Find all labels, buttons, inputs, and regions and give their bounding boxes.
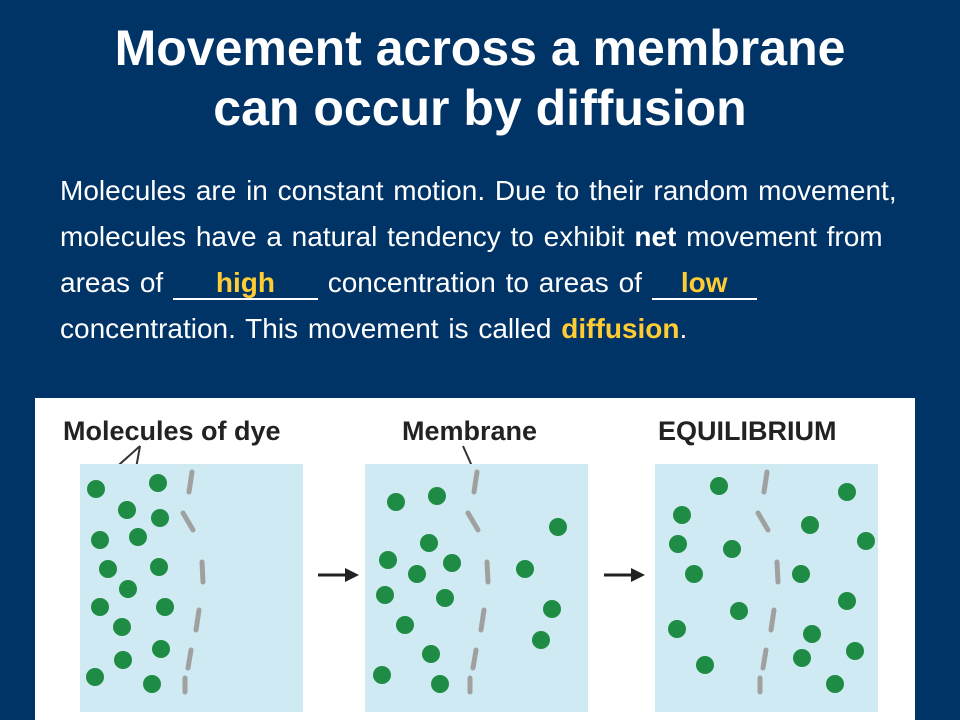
dye-molecule [792,565,810,583]
diffusion-word: diffusion [561,313,680,344]
dye-molecule [152,640,170,658]
dye-molecule [114,651,132,669]
dye-molecule [710,477,728,495]
dye-molecule [730,602,748,620]
title-line-2: can occur by diffusion [213,80,747,136]
diffusion-figure: Molecules of dye Membrane EQUILIBRIUM [35,398,915,720]
dye-molecule [373,666,391,684]
para-part-4: concentration. This movement is called [60,313,562,344]
membrane-segment [755,510,771,533]
dye-molecule [668,620,686,638]
dye-molecule [151,509,169,527]
dye-molecule [396,616,414,634]
para-part-1: Molecules are in constant motion. Due to… [60,175,897,252]
para-part-5: . [679,313,688,344]
molecules-chamber-3 [668,477,875,693]
dye-molecule [838,483,856,501]
molecules-chamber-2 [373,487,567,693]
title-line-1: Movement across a membrane [114,20,846,76]
dye-molecule [838,592,856,610]
dye-molecule [673,506,691,524]
dye-molecule [119,580,137,598]
dye-molecule [387,493,405,511]
body-paragraph: Molecules are in constant motion. Due to… [60,168,940,352]
dye-molecule [408,565,426,583]
dye-molecule [801,516,819,534]
dye-molecule [91,531,109,549]
membrane-segment [760,647,769,671]
membrane-segment [471,469,480,495]
net-word: net [634,221,677,252]
dye-molecule [516,560,534,578]
dye-molecule [793,649,811,667]
dye-molecule [428,487,446,505]
dye-molecule [420,534,438,552]
label-molecules-of-dye: Molecules of dye [63,416,281,446]
dye-molecule [156,598,174,616]
dye-molecule [422,645,440,663]
molecules-chamber-1 [86,474,174,693]
dye-molecule [86,668,104,686]
blank-high: high [172,267,318,300]
membrane-segment [768,607,777,633]
chamber-3 [655,464,878,712]
dye-molecule [543,600,561,618]
dye-molecule [99,560,117,578]
dye-molecule [826,675,844,693]
dye-molecule [87,480,105,498]
para-part-2: movement from areas of [60,221,883,298]
dye-molecule [379,551,397,569]
dye-molecule [143,675,161,693]
dye-molecule [685,565,703,583]
membrane-segment [180,510,196,533]
slide-title: Movement across a membrane can occur by … [0,18,960,138]
membrane-segment [193,607,202,633]
dye-molecule [532,631,550,649]
arrow-head [631,568,645,582]
membrane-1 [180,469,206,695]
membrane-segment [774,559,781,585]
answer-high: high [215,267,275,298]
dye-molecule [443,554,461,572]
answer-low: low [680,267,728,298]
membrane-segment [484,559,491,585]
membrane-segment [185,647,194,671]
label-membrane: Membrane [402,416,537,446]
membrane-segment [465,510,481,533]
membrane-segment [186,469,195,495]
dye-molecule [857,532,875,550]
membrane-3 [755,469,781,695]
dye-molecule [149,474,167,492]
dye-molecule [803,625,821,643]
arrow-1 [318,568,359,582]
dye-molecule [118,501,136,519]
dye-molecule [549,518,567,536]
dye-molecule [129,528,147,546]
dye-molecule [150,558,168,576]
membrane-2 [465,469,491,695]
membrane-segment [470,647,479,671]
dye-molecule [436,589,454,607]
membrane-segment [478,607,487,633]
diffusion-diagram: Molecules of dye Membrane EQUILIBRIUM [63,416,878,712]
dye-molecule [431,675,449,693]
dye-molecule [723,540,741,558]
arrow-2 [604,568,645,582]
dye-molecule [669,535,687,553]
label-equilibrium: EQUILIBRIUM [658,416,837,446]
membrane-segment [761,469,770,495]
membrane-segment [199,559,206,585]
chamber-1 [80,464,303,712]
dye-molecule [113,618,131,636]
arrow-head [345,568,359,582]
dye-molecule [376,586,394,604]
dye-molecule [91,598,109,616]
dye-molecule [696,656,714,674]
dye-molecule [846,642,864,660]
para-part-3: concentration to areas of [317,267,652,298]
blank-low: low [651,267,757,300]
